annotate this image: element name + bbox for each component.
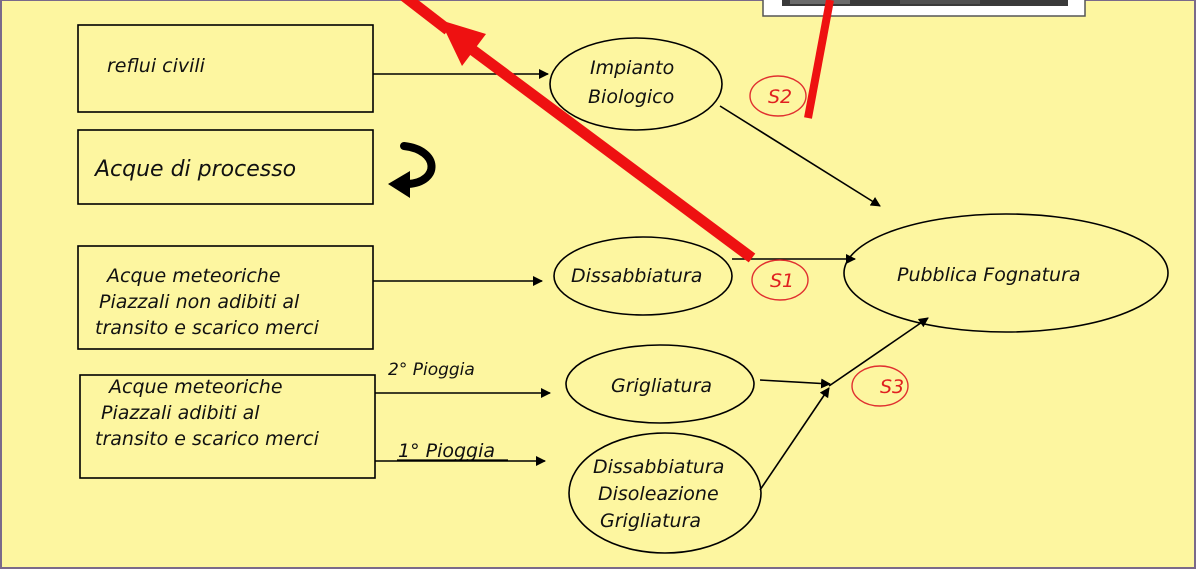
red-diagonal-arrow-tail (400, 0, 452, 35)
arrow-junction-to-fognatura (828, 317, 929, 387)
seconda-pioggia-label: 2° Pioggia (388, 360, 475, 380)
combined-dissabbiatura-label: Dissabbiatura (593, 456, 724, 478)
meteoriche-adibiti-line2: Piazzali adibiti al (101, 402, 260, 424)
combined-grigliatura-label: Grigliatura (600, 510, 701, 532)
source-box-meteoriche-non-adibiti: Acque meteoriche Piazzali non adibiti al… (77, 245, 374, 350)
svg-text:S3: S3 (880, 376, 904, 398)
impianto-label: Impianto (590, 57, 674, 79)
destination-pubblica-fognatura: Pubblica Fognatura (843, 213, 1169, 333)
arrow-biologico-to-fognatura (719, 105, 881, 207)
combined-disoleazione-label: Disoleazione (598, 483, 719, 505)
sampling-point-s1: S1 (751, 259, 809, 301)
reflui-civili-label: reflui civili (107, 55, 206, 77)
curved-return-arrow-icon (388, 142, 436, 198)
photo-thumbnail (762, 0, 1086, 17)
meteoriche-adibiti-line3: transito e scarico merci (95, 428, 320, 450)
grigliatura-label: Grigliatura (611, 375, 712, 397)
svg-text:S1: S1 (770, 270, 794, 292)
arrow-grigliatura-to-junction (759, 378, 831, 389)
red-vertical-line (804, 0, 834, 119)
prima-pioggia-label: 1° Pioggia (398, 440, 495, 462)
source-box-reflui-civili: reflui civili (77, 24, 374, 113)
treatment-combined: Dissabbiatura Disoleazione Grigliatura (568, 432, 762, 554)
pubblica-fognatura-label: Pubblica Fognatura (897, 264, 1081, 286)
treatment-impianto-biologico: Impianto Biologico (549, 37, 723, 131)
biologico-label: Biologico (588, 86, 674, 108)
sampling-point-s2: S2 (749, 75, 807, 117)
red-diagonal-arrow-head (440, 20, 486, 66)
svg-text:S2: S2 (768, 86, 792, 108)
treatment-dissabbiatura: Dissabbiatura (553, 236, 733, 316)
acque-processo-label: Acque di processo (93, 157, 296, 182)
red-highlight-arrows (400, 0, 834, 263)
sampling-point-s3: S3 (851, 365, 909, 407)
flow-arrows (373, 69, 929, 491)
treatment-grigliatura: Grigliatura (565, 344, 755, 424)
arrow-combined-to-junction (759, 387, 830, 491)
source-box-acque-processo: Acque di processo (77, 129, 374, 205)
dissabbiatura-label: Dissabbiatura (571, 265, 702, 287)
meteoriche-non-adibiti-line1: Acque meteoriche (105, 265, 281, 287)
source-box-meteoriche-adibiti: Acque meteoriche Piazzali adibiti al tra… (79, 374, 376, 479)
meteoriche-non-adibiti-line3: transito e scarico merci (95, 317, 320, 339)
red-diagonal-arrow-shaft (466, 43, 756, 263)
meteoriche-adibiti-line1: Acque meteoriche (107, 376, 283, 398)
meteoriche-non-adibiti-line2: Piazzali non adibiti al (99, 291, 300, 313)
